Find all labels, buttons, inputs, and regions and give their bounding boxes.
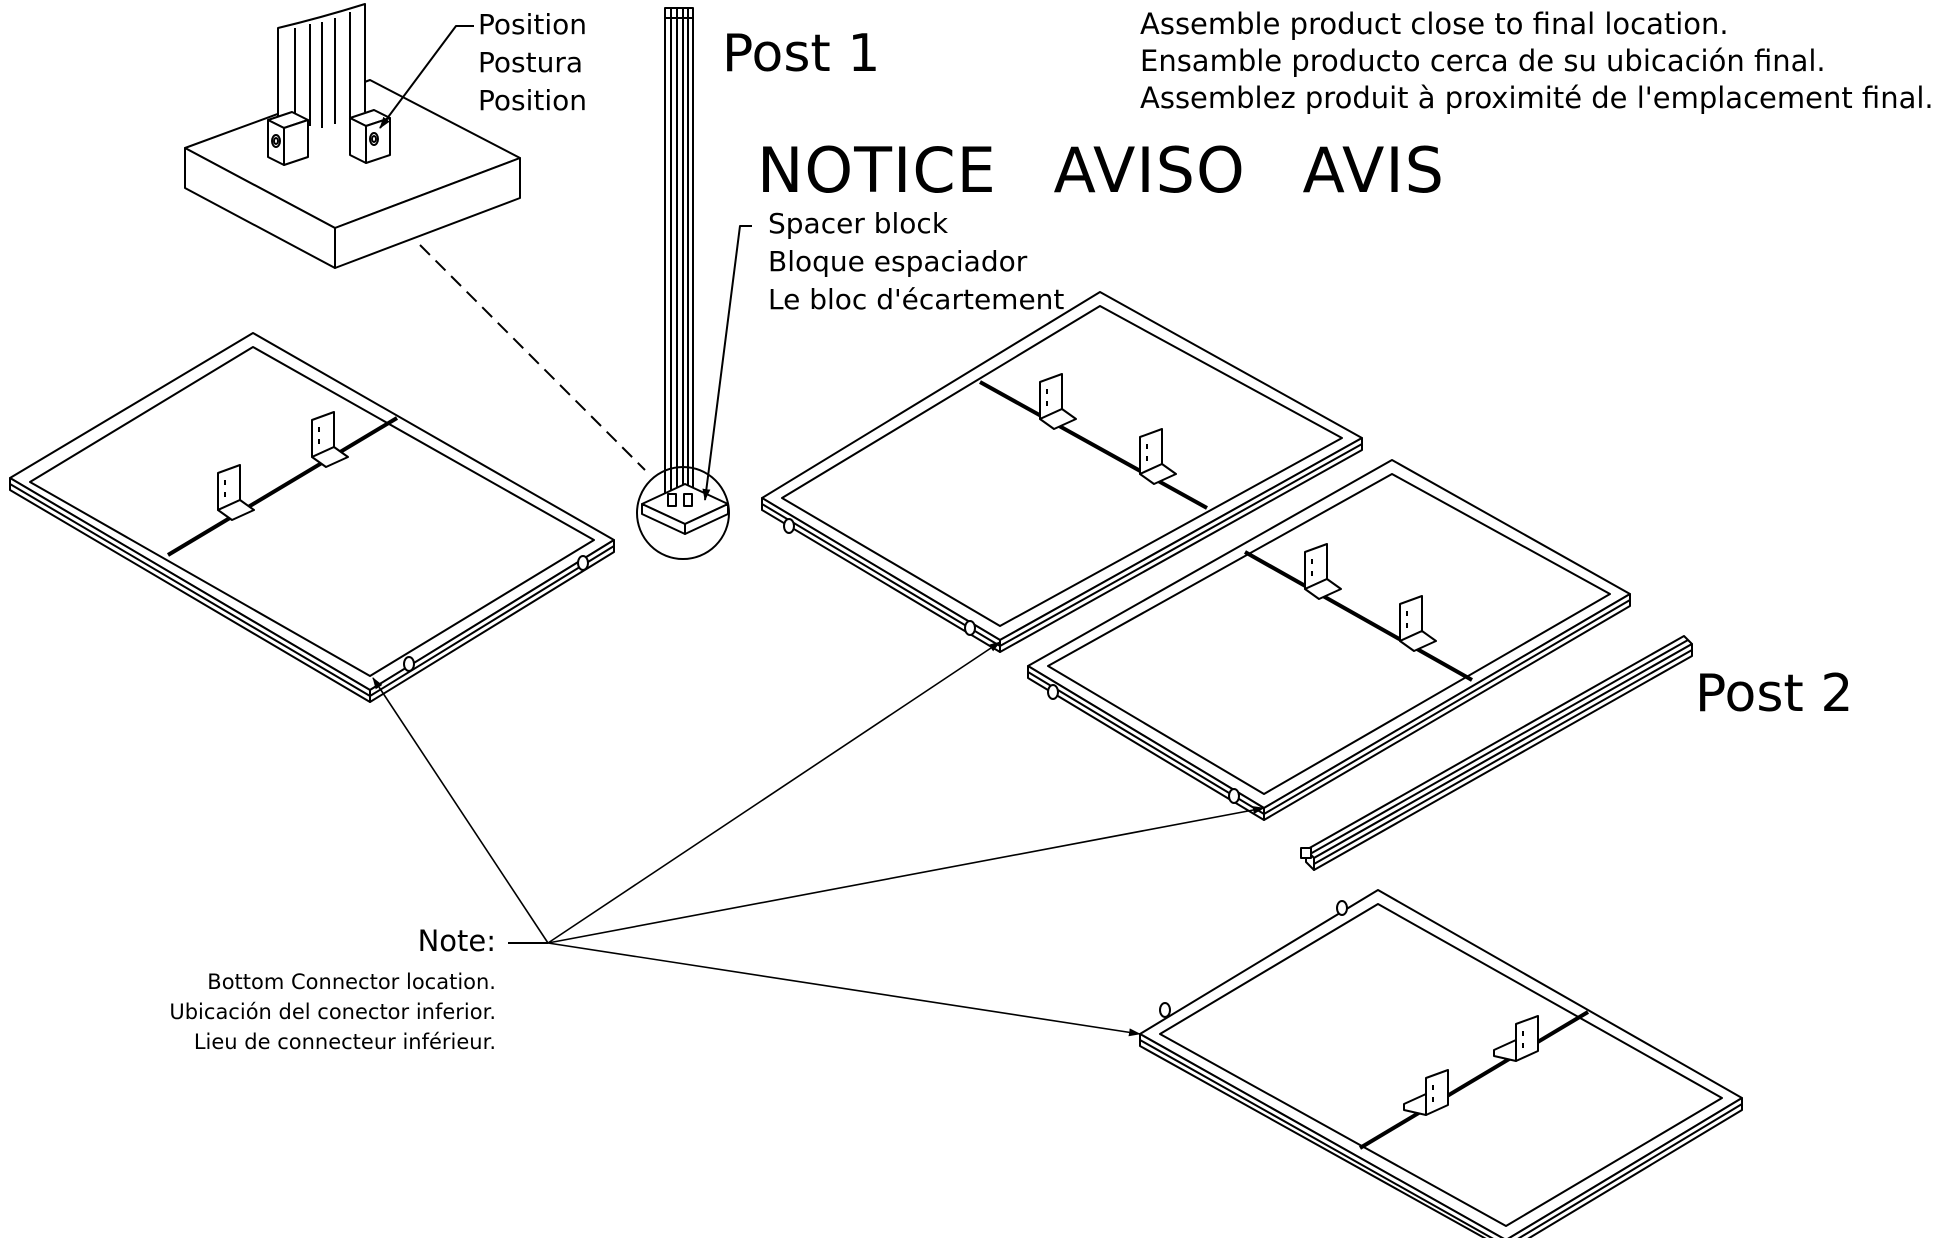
assemble-note-fr: Assemblez produit à proximité de l'empla…	[1140, 81, 1934, 115]
position-callout: Position Postura Position	[478, 6, 587, 120]
post-base-detail	[184, 3, 521, 269]
note-line-es: Ubicación del conector inferior.	[169, 1000, 496, 1024]
position-en: Position	[478, 8, 588, 41]
post-2	[1300, 635, 1693, 871]
post-1-label: Post 1	[722, 24, 881, 84]
note-leaders[interactable]	[372, 641, 1265, 1037]
detail-dashed-line	[419, 244, 646, 471]
position-fr: Position	[478, 84, 588, 117]
panel-a	[9, 332, 615, 703]
note-line-fr: Lieu de connecteur inférieur.	[193, 1030, 496, 1054]
spacer-leader	[702, 225, 752, 501]
note-body: Bottom Connector location. Ubicación del…	[169, 967, 496, 1057]
post-1	[636, 7, 730, 560]
assemble-note-es: Ensamble producto cerca de su ubicación …	[1140, 44, 1826, 78]
spacer-callout: Spacer block Bloque espaciador Le bloc d…	[768, 205, 1064, 319]
assemble-note-en: Assemble product close to final location…	[1140, 7, 1729, 41]
panel-b	[761, 291, 1363, 653]
spacer-fr: Le bloc d'écartement	[768, 283, 1065, 316]
position-es: Postura	[478, 46, 583, 79]
note-title: Note:	[417, 924, 496, 958]
assemble-notes: Assemble product close to final location…	[1140, 6, 1934, 117]
spacer-en: Spacer block	[768, 207, 949, 240]
panel-d	[1139, 889, 1743, 1238]
note-line-en: Bottom Connector location.	[207, 970, 496, 994]
notice-heading: NOTICE AVISO AVIS	[757, 134, 1446, 207]
spacer-es: Bloque espaciador	[768, 245, 1028, 278]
panel-c	[1027, 459, 1631, 821]
position-leader	[379, 25, 474, 129]
post-2-label: Post 2	[1695, 664, 1854, 724]
